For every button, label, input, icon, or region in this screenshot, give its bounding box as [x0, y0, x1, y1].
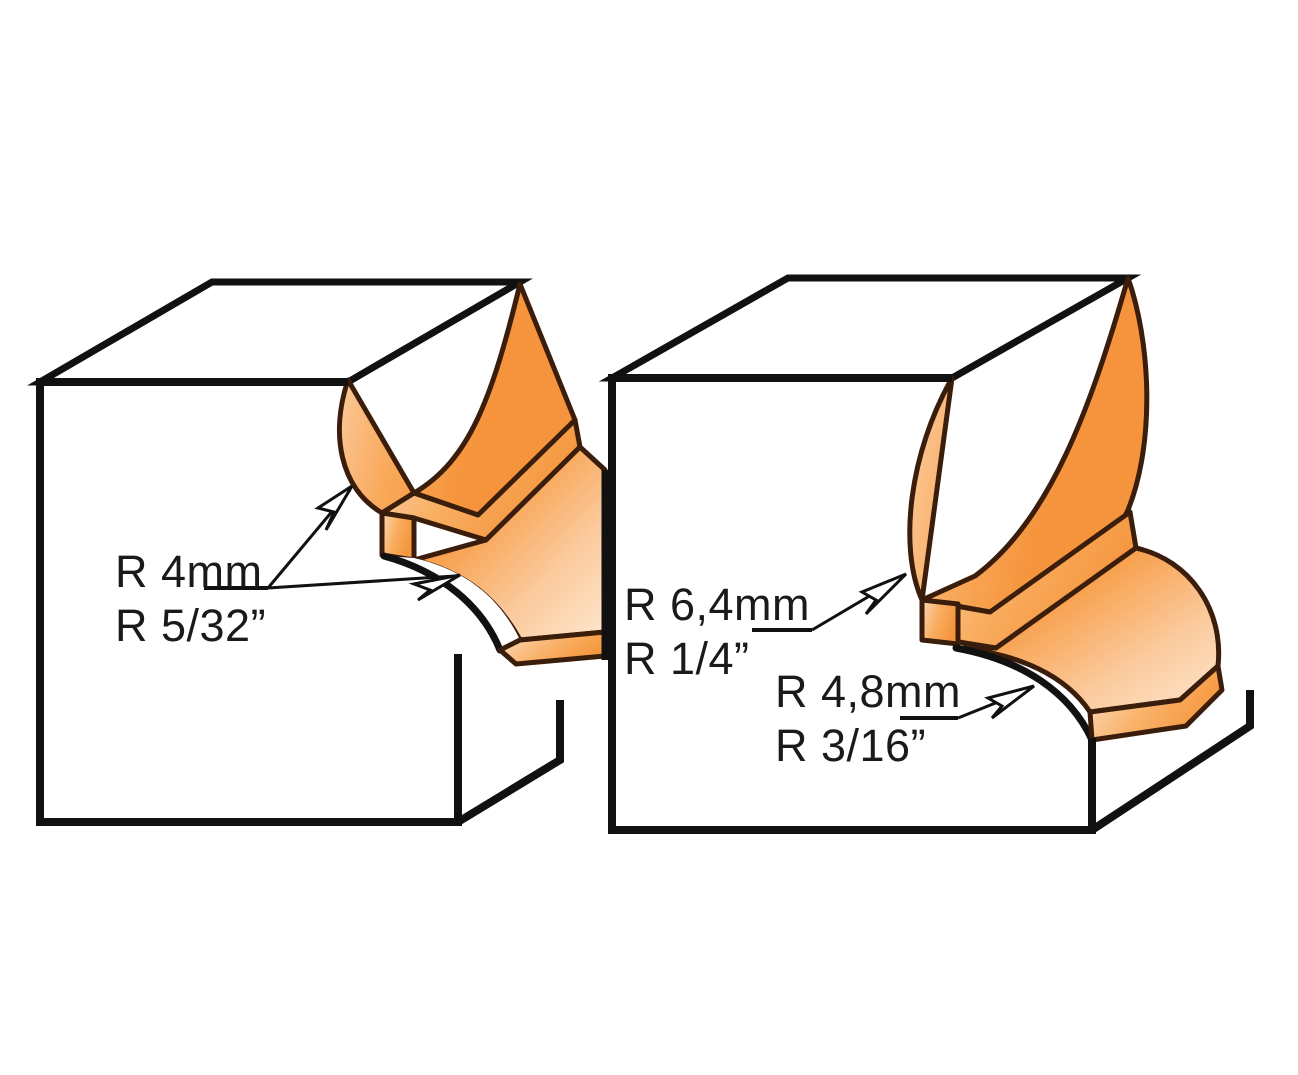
arrowhead-3 — [984, 684, 1035, 720]
dimension-labels: R 4mm R 5/32” R 6,4mm R 1/4” R 4,8mm R 3… — [115, 546, 961, 771]
left-lower-cove-edge — [380, 552, 504, 654]
left-block — [27, 278, 609, 826]
left-block-top-face — [27, 278, 533, 386]
dim-label-2-metric: R 6,4mm — [624, 579, 810, 630]
dim-label-1-imperial: R 5/32” — [115, 600, 266, 651]
arrowhead-2 — [858, 572, 908, 616]
right-step-riser — [919, 597, 961, 647]
right-block-top-face — [598, 274, 1142, 382]
right-cove-lower-edge — [952, 644, 1096, 744]
left-fillet-band-upper — [379, 417, 583, 543]
left-block-body — [40, 380, 512, 822]
left-step-riser-upper — [379, 510, 417, 563]
leader-1b — [267, 574, 456, 590]
dim-label-2-imperial: R 1/4” — [624, 633, 750, 684]
right-block-bottom-lip — [1089, 690, 1254, 834]
left-block-front-outline — [36, 378, 462, 826]
right-block-front-outline — [608, 374, 1096, 834]
arrowheads — [314, 484, 1035, 720]
dim-label-3-metric: R 4,8mm — [775, 666, 961, 717]
right-lip-band — [1087, 663, 1225, 743]
arrowhead-1b — [408, 573, 461, 602]
right-block — [598, 274, 1254, 834]
arrowhead-1a — [314, 484, 354, 531]
left-block-bottom-lip — [455, 700, 564, 826]
dim-label-3-imperial: R 3/16” — [775, 720, 926, 771]
dim-label-1-metric: R 4mm — [115, 546, 263, 597]
